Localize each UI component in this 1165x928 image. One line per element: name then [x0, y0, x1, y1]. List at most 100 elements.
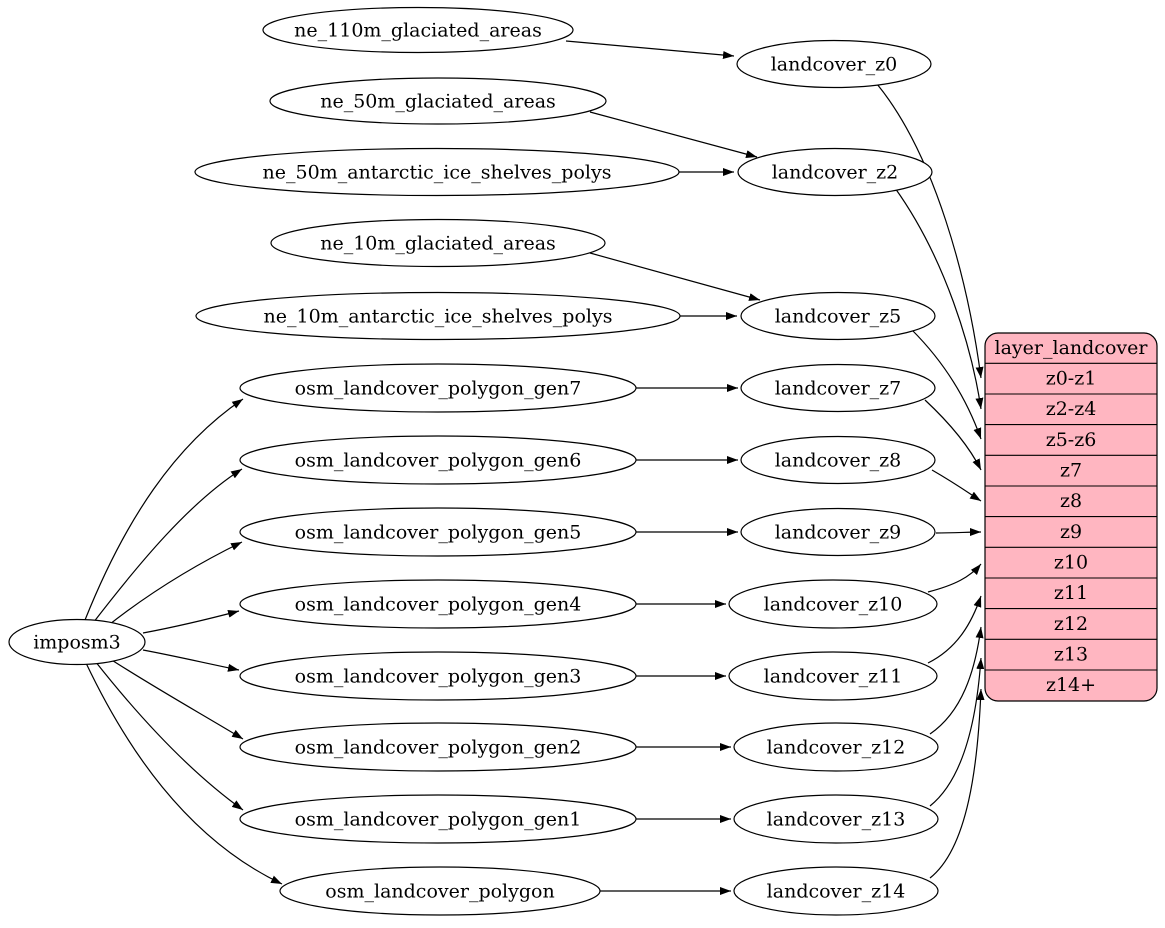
node-ne_50m_antarctic_ice_shelves_polys: ne_50m_antarctic_ice_shelves_polys	[194, 147, 680, 197]
node-label: ne_110m_glaciated_areas	[294, 20, 542, 42]
node-osm_landcover_polygon_gen2: osm_landcover_polygon_gen2	[239, 722, 637, 772]
node-label: osm_landcover_polygon_gen6	[295, 450, 582, 472]
table-row-label: z5-z6	[1046, 429, 1097, 451]
node-shape	[740, 363, 936, 413]
node-shape	[740, 507, 936, 557]
node-label: osm_landcover_polygon	[325, 881, 554, 903]
edge-landcover_z13-row-z13	[929, 657, 985, 807]
node-osm_landcover_polygon_gen5: osm_landcover_polygon_gen5	[239, 507, 637, 557]
node-shape	[239, 435, 637, 485]
node-label: ne_50m_glaciated_areas	[320, 91, 556, 113]
table-title: layer_landcover	[995, 337, 1149, 359]
node-landcover_z10: landcover_z10	[728, 579, 938, 629]
node-label: landcover_z14	[767, 881, 906, 903]
node-label: landcover_z9	[775, 522, 902, 544]
node-osm_landcover_polygon_gen6: osm_landcover_polygon_gen6	[239, 435, 637, 485]
node-label: osm_landcover_polygon_gen3	[295, 666, 582, 688]
edge-imposm3-osm_landcover_polygon_gen2	[106, 656, 244, 740]
node-ne_10m_antarctic_ice_shelves_polys: ne_10m_antarctic_ice_shelves_polys	[195, 291, 681, 341]
node-shape	[194, 147, 680, 197]
edge-ne_10m_glaciated_areas-landcover_z5	[589, 252, 761, 301]
node-shape	[269, 77, 607, 125]
edge-landcover_z5-row-z5-z6	[911, 329, 982, 440]
edge-landcover_z8-row-z8	[931, 469, 982, 502]
node-landcover_z5: landcover_z5	[740, 291, 936, 341]
node-label: osm_landcover_polygon_gen7	[295, 378, 582, 400]
table-row-label: z10	[1054, 552, 1088, 574]
node-shape	[239, 651, 637, 701]
node-shape	[8, 618, 146, 666]
node-osm_landcover_polygon_gen7: osm_landcover_polygon_gen7	[239, 363, 637, 413]
node-shape	[737, 147, 933, 197]
node-label: osm_landcover_polygon_gen4	[295, 594, 582, 616]
node-label: ne_10m_glaciated_areas	[320, 233, 556, 255]
node-landcover_z8: landcover_z8	[740, 435, 936, 485]
node-shape	[733, 866, 939, 916]
node-osm_landcover_polygon_gen1: osm_landcover_polygon_gen1	[239, 794, 637, 844]
edge-landcover_z0-row-z0-z1	[876, 83, 984, 379]
node-shape	[239, 794, 637, 844]
edge-imposm3-osm_landcover_polygon_gen1	[94, 660, 244, 811]
node-label: landcover_z13	[767, 809, 906, 831]
edge-imposm3-osm_landcover_polygon_gen4	[142, 609, 240, 634]
node-landcover_z2: landcover_z2	[737, 147, 933, 197]
node-label: landcover_z0	[771, 54, 898, 76]
node-landcover_z7: landcover_z7	[740, 363, 936, 413]
node-shape	[740, 435, 936, 485]
node-label: osm_landcover_polygon_gen2	[295, 737, 582, 759]
edge-ne_50m_glaciated_areas-landcover_z2	[589, 111, 758, 159]
edge-imposm3-osm_landcover_polygon_gen5	[104, 541, 243, 629]
node-osm_landcover_polygon: osm_landcover_polygon	[279, 866, 601, 916]
node-landcover_z14: landcover_z14	[733, 866, 939, 916]
node-landcover_z13: landcover_z13	[733, 794, 939, 844]
edge-landcover_z2-row-z2-z4	[894, 187, 984, 410]
node-shape	[279, 866, 601, 916]
node-shape	[270, 218, 606, 268]
node-landcover_z11: landcover_z11	[728, 651, 938, 701]
table-row-label: z9	[1060, 521, 1082, 543]
table-row-label: z8	[1060, 490, 1082, 512]
node-label: landcover_z5	[775, 306, 902, 328]
edge-landcover_z7-row-z7	[924, 399, 982, 471]
node-shape	[195, 291, 681, 341]
table-row-label: z7	[1060, 460, 1082, 482]
node-label: landcover_z8	[775, 450, 902, 472]
node-ne_110m_glaciated_areas: ne_110m_glaciated_areas	[262, 6, 574, 54]
node-landcover_z0: landcover_z0	[736, 39, 932, 89]
node-label: landcover_z7	[775, 378, 902, 400]
node-label: ne_50m_antarctic_ice_shelves_polys	[263, 162, 612, 184]
node-ne_10m_glaciated_areas: ne_10m_glaciated_areas	[270, 218, 606, 268]
node-label: osm_landcover_polygon_gen1	[295, 809, 582, 831]
node-osm_landcover_polygon_gen3: osm_landcover_polygon_gen3	[239, 651, 637, 701]
table-layer_landcover: layer_landcover z0-z1 z2-z4 z5-z6 z7 z8 …	[984, 332, 1158, 702]
node-label: landcover_z2	[772, 162, 899, 184]
table-row-label: z12	[1054, 613, 1088, 635]
node-shape	[728, 579, 938, 629]
edge-imposm3-osm_landcover_polygon	[85, 662, 283, 885]
table-row-label: z14+	[1046, 674, 1096, 696]
edge-landcover_z14-row-z14	[929, 688, 985, 879]
node-shape	[239, 507, 637, 557]
node-imposm3: imposm3	[8, 618, 146, 666]
node-shape	[239, 579, 637, 629]
edge-imposm3-osm_landcover_polygon_gen3	[142, 649, 240, 672]
node-shape	[733, 794, 939, 844]
node-landcover_z9: landcover_z9	[740, 507, 936, 557]
node-shape	[728, 651, 938, 701]
edge-landcover_z10-row-z10	[927, 563, 982, 593]
node-ne_50m_glaciated_areas: ne_50m_glaciated_areas	[269, 77, 607, 125]
node-label: imposm3	[33, 632, 121, 654]
node-landcover_z12: landcover_z12	[733, 722, 939, 772]
node-label: osm_landcover_polygon_gen5	[295, 522, 582, 544]
node-label: landcover_z12	[767, 737, 906, 759]
node-shape	[736, 39, 932, 89]
table-row-label: z2-z4	[1046, 398, 1097, 420]
node-shape	[239, 363, 637, 413]
node-label: landcover_z11	[764, 666, 903, 688]
edge-imposm3-osm_landcover_polygon_gen7	[84, 398, 244, 621]
edge-ne_110m_glaciated_areas-landcover_z0	[565, 40, 735, 60]
table-row-label: z13	[1054, 644, 1088, 666]
node-osm_landcover_polygon_gen4: osm_landcover_polygon_gen4	[239, 579, 637, 629]
